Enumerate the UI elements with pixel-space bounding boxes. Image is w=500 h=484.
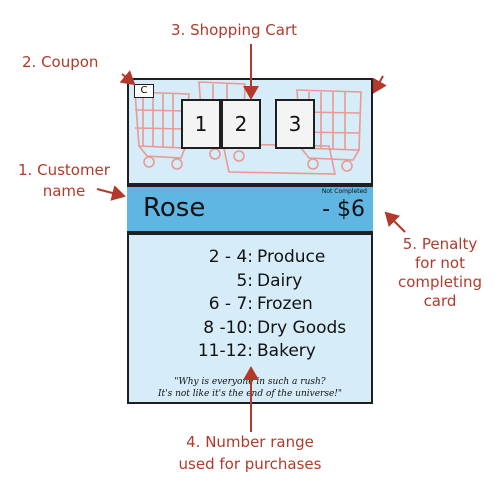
range-numbers: 8 -10: — [203, 317, 253, 338]
range-row: 8 -10: Dry Goods — [161, 317, 371, 341]
range-annotation-line-1: 4. Number range — [186, 433, 314, 451]
range-category: Dry Goods — [257, 317, 347, 338]
range-row: 2 - 4: Produce — [161, 246, 371, 270]
coupon-arrow — [119, 70, 136, 86]
range-category: Produce — [257, 247, 326, 267]
range-numbers: 2 - 4: — [208, 247, 253, 267]
grocery-card: C 1 2 3 Rose Not Completed - $6 2 - 4: P… — [127, 78, 373, 404]
range-category: Frozen — [257, 294, 313, 314]
shopping-cart-annotation: 3. Shopping Cart — [171, 21, 298, 39]
penalty-annotation-line-4: card — [423, 292, 457, 310]
range-row: 5: Dairy — [161, 270, 371, 294]
range-row: 11-12: Bakery — [161, 340, 371, 364]
flavor-quote: "Why is everyone in such a rush? It's no… — [129, 376, 371, 400]
cart-slot-3: 3 — [275, 99, 315, 149]
completion-status: Not Completed — [321, 188, 367, 195]
range-numbers: 5: — [236, 270, 253, 291]
range-category: Bakery — [257, 341, 316, 361]
penalty-value: - $6 — [322, 197, 365, 222]
penalty-annotation-line-2: for not — [415, 254, 465, 272]
number-range-list: 2 - 4: Produce 5: Dairy 6 - 7: Frozen 8 … — [161, 246, 371, 364]
range-row: 6 - 7: Frozen — [161, 293, 371, 317]
range-numbers: 6 - 7: — [208, 294, 253, 314]
quote-line-1: "Why is everyone in such a rush? — [174, 377, 326, 387]
range-numbers: 11-12: — [197, 341, 253, 361]
coupon-box: C — [134, 84, 154, 98]
coupon-annotation: 2. Coupon — [22, 53, 99, 71]
penalty-arrow — [384, 211, 406, 233]
customer-name-bar: Rose Not Completed - $6 — [127, 183, 373, 235]
customer-name-arrow — [96, 185, 126, 201]
range-category: Dairy — [257, 270, 303, 291]
penalty-annotation-line-1: 5. Penalty — [402, 235, 478, 253]
quote-line-2: It's not like it's the end of the univer… — [157, 389, 343, 399]
cart-slot-1: 1 — [181, 99, 221, 149]
number-range-annotation: 4. Number range used for purchases — [140, 433, 360, 474]
customer-annotation-line-2: name — [42, 182, 86, 200]
range-annotation-line-2: used for purchases — [178, 455, 322, 473]
penalty-annotation: 5. Penalty for not completing card — [384, 235, 496, 311]
customer-annotation-line-1: 1. Customer — [18, 161, 110, 179]
customer-name-annotation: 1. Customer name — [0, 161, 128, 201]
cart-slot-2: 2 — [221, 99, 261, 149]
penalty-annotation-line-3: completing — [397, 273, 483, 291]
coupon-side-arrow — [372, 75, 387, 94]
customer-name: Rose — [143, 193, 206, 223]
